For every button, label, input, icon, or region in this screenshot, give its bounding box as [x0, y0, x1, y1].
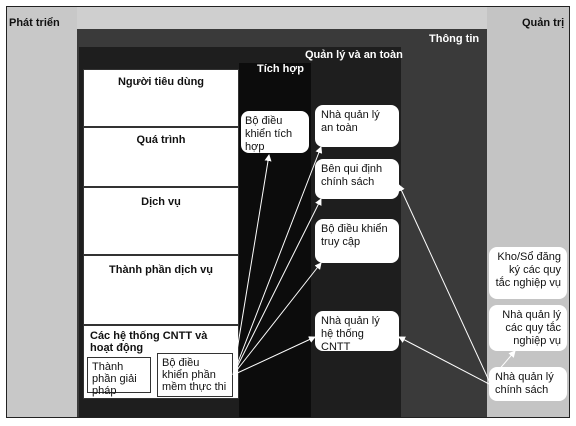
- layer-consumer: Người tiêu dùng: [83, 69, 239, 127]
- diagram-frame: Phát triển Quản trị Thông tin Quản lý và…: [6, 6, 570, 418]
- header-quan-tri: Quản trị: [522, 17, 565, 29]
- integration-controller: Bộ điều khiển tích hợp: [241, 111, 309, 153]
- business-rule-manager: Nhà quản lý các quy tắc nghiệp vụ: [489, 305, 567, 351]
- layer-service-component: Thành phần dịch vụ: [83, 255, 239, 325]
- header-phat-trien: Phát triển: [9, 17, 60, 29]
- it-system-manager: Nhà quản lý hệ thống CNTT: [315, 311, 399, 353]
- runtime-controller: Bộ điều khiển phần mềm thực thi: [157, 353, 233, 397]
- connector-arrows: [232, 146, 516, 386]
- band-phat-trien: [7, 7, 77, 417]
- header-tich-hop: Tích hợp: [257, 63, 304, 75]
- layer-service: Dịch vụ: [83, 187, 239, 255]
- header-thong-tin: Thông tin: [429, 33, 480, 45]
- policy-maker: Bên qui định chính sách: [315, 159, 399, 199]
- layer-process: Quá trình: [83, 127, 239, 187]
- policy-manager: Nhà quản lý chính sách: [489, 367, 567, 401]
- header-quan-ly-an-toan: Quản lý và an toàn: [305, 49, 403, 61]
- business-rule-registry: Kho/Sổ đăng ký các quy tắc nghiệp vụ: [489, 247, 567, 299]
- solution-component: Thành phần giải pháp: [87, 357, 151, 397]
- security-manager: Nhà quản lý an toàn: [315, 105, 399, 147]
- access-controller: Bộ điều khiển truy cập: [315, 219, 399, 263]
- it-systems-title: Các hệ thống CNTT và hoạt động: [90, 330, 208, 354]
